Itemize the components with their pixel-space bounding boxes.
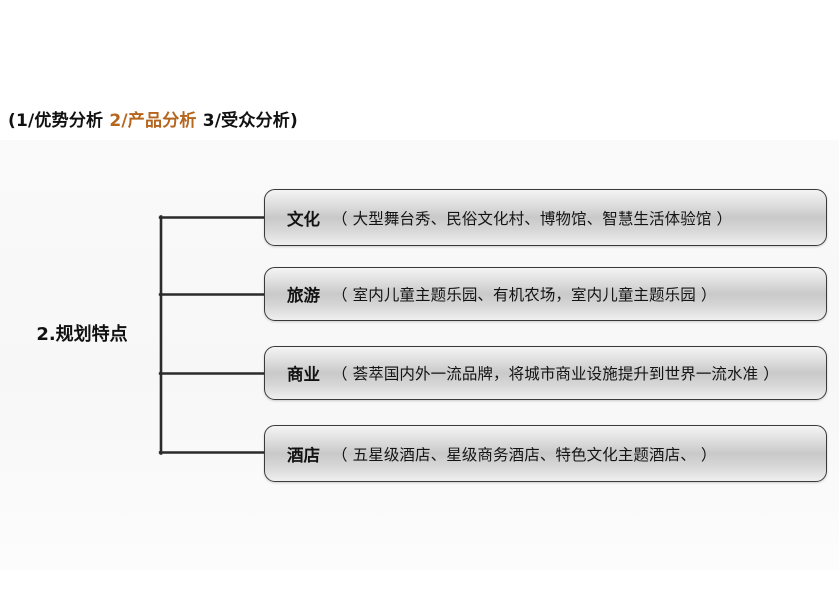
category-box-culture[interactable]: 文化 （ 大型舞台秀、民俗文化村、博物馆、智慧生活体验馆 ） bbox=[264, 189, 827, 246]
category-box-tourism[interactable]: 旅游 （ 室内儿童主题乐园、有机农场，室内儿童主题乐园 ） bbox=[264, 267, 827, 321]
category-detail: （ 大型舞台秀、民俗文化村、博物馆、智慧生活体验馆 ） bbox=[332, 209, 733, 228]
category-box-hotel[interactable]: 酒店 （ 五星级酒店、星级商务酒店、特色文化主题酒店、 ） bbox=[264, 425, 827, 482]
title-segment-1: 1/优势分析 bbox=[15, 111, 104, 131]
category-label: 酒店 bbox=[287, 445, 320, 465]
root-label: 2.规划特点 bbox=[36, 324, 128, 345]
category-box-commerce[interactable]: 商业 （ 荟萃国内外一流品牌，将城市商业设施提升到世界一流水准 ） bbox=[264, 346, 827, 400]
page-title: (1/优势分析 2/产品分析 3/受众分析) bbox=[8, 108, 298, 134]
category-label: 文化 bbox=[287, 209, 320, 229]
category-detail: （ 五星级酒店、星级商务酒店、特色文化主题酒店、 ） bbox=[332, 445, 717, 464]
title-close-paren: ) bbox=[289, 111, 298, 131]
category-detail: （ 荟萃国内外一流品牌，将城市商业设施提升到世界一流水准 ） bbox=[332, 365, 779, 383]
category-label: 商业 bbox=[287, 365, 320, 384]
title-segment-3: 3/受众分析 bbox=[202, 111, 290, 131]
category-detail: （ 室内儿童主题乐园、有机农场，室内儿童主题乐园 ） bbox=[332, 286, 717, 304]
title-open-paren: ( bbox=[8, 111, 16, 131]
category-label: 旅游 bbox=[287, 286, 320, 305]
title-segment-2: 2/产品分析 bbox=[109, 111, 197, 131]
